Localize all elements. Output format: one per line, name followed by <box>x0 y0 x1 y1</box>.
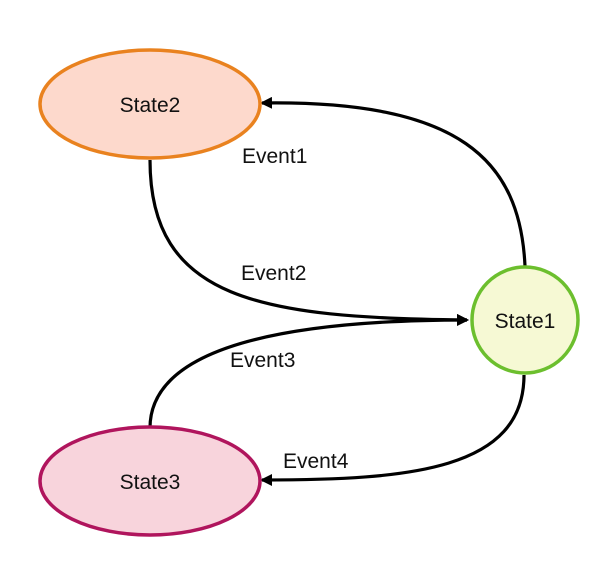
edge-event3-label: Event3 <box>230 349 295 372</box>
edge-event3 <box>148 314 469 429</box>
node-state1-shape <box>470 265 580 375</box>
edge-event4-label: Event4 <box>283 450 349 473</box>
node-state2-label: State2 <box>120 94 181 117</box>
edge-event2-label: Event2 <box>241 262 306 285</box>
node-state1-label: State1 <box>495 310 556 333</box>
node-state3[interactable]: State3 <box>38 425 262 537</box>
node-state3-label: State3 <box>120 471 181 494</box>
node-state3-shape <box>38 425 262 537</box>
edge-event1-label: Event1 <box>242 145 307 168</box>
node-state2-shape <box>38 48 262 160</box>
node-state2[interactable]: State2 <box>38 48 262 160</box>
node-state1[interactable]: State1 <box>470 265 580 375</box>
edge-event4 <box>260 374 526 486</box>
edge-event2 <box>148 159 469 326</box>
edge-event1 <box>260 96 527 267</box>
